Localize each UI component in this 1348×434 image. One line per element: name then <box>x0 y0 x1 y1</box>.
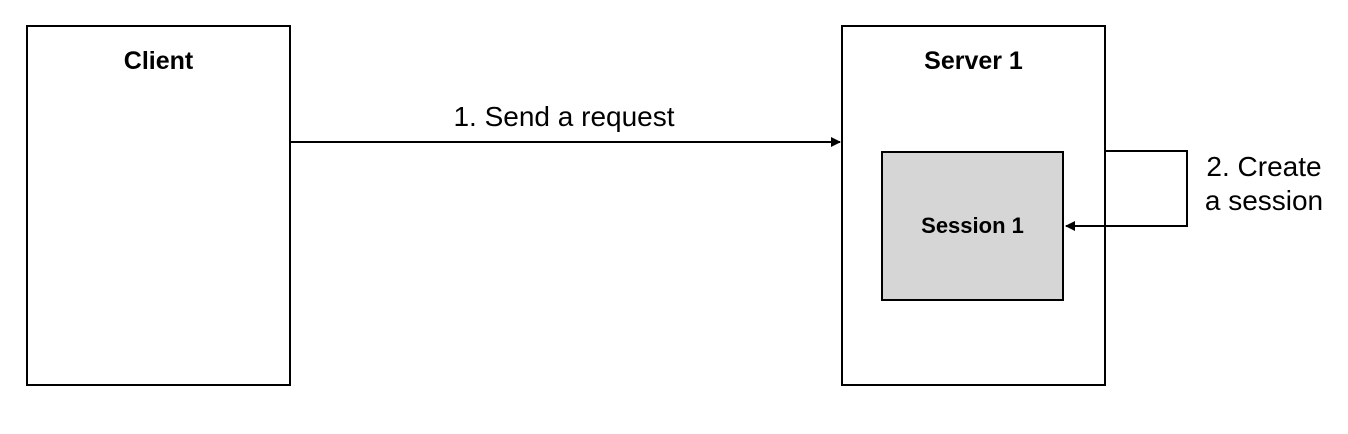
request-label: 1. Send a request <box>453 101 675 132</box>
session-node: Session 1 <box>881 151 1064 301</box>
create-session-label-line-1: 2. Create <box>1206 151 1322 182</box>
client-title: Client <box>123 47 194 75</box>
create-session-label-line-2: a session <box>1204 185 1324 216</box>
session-title: Session 1 <box>921 213 1024 238</box>
create-session-arrow <box>1065 150 1188 231</box>
server-title: Server 1 <box>924 47 1023 75</box>
create-session-label: 2. Create a session <box>1180 150 1348 218</box>
client-node: Client <box>26 25 291 386</box>
